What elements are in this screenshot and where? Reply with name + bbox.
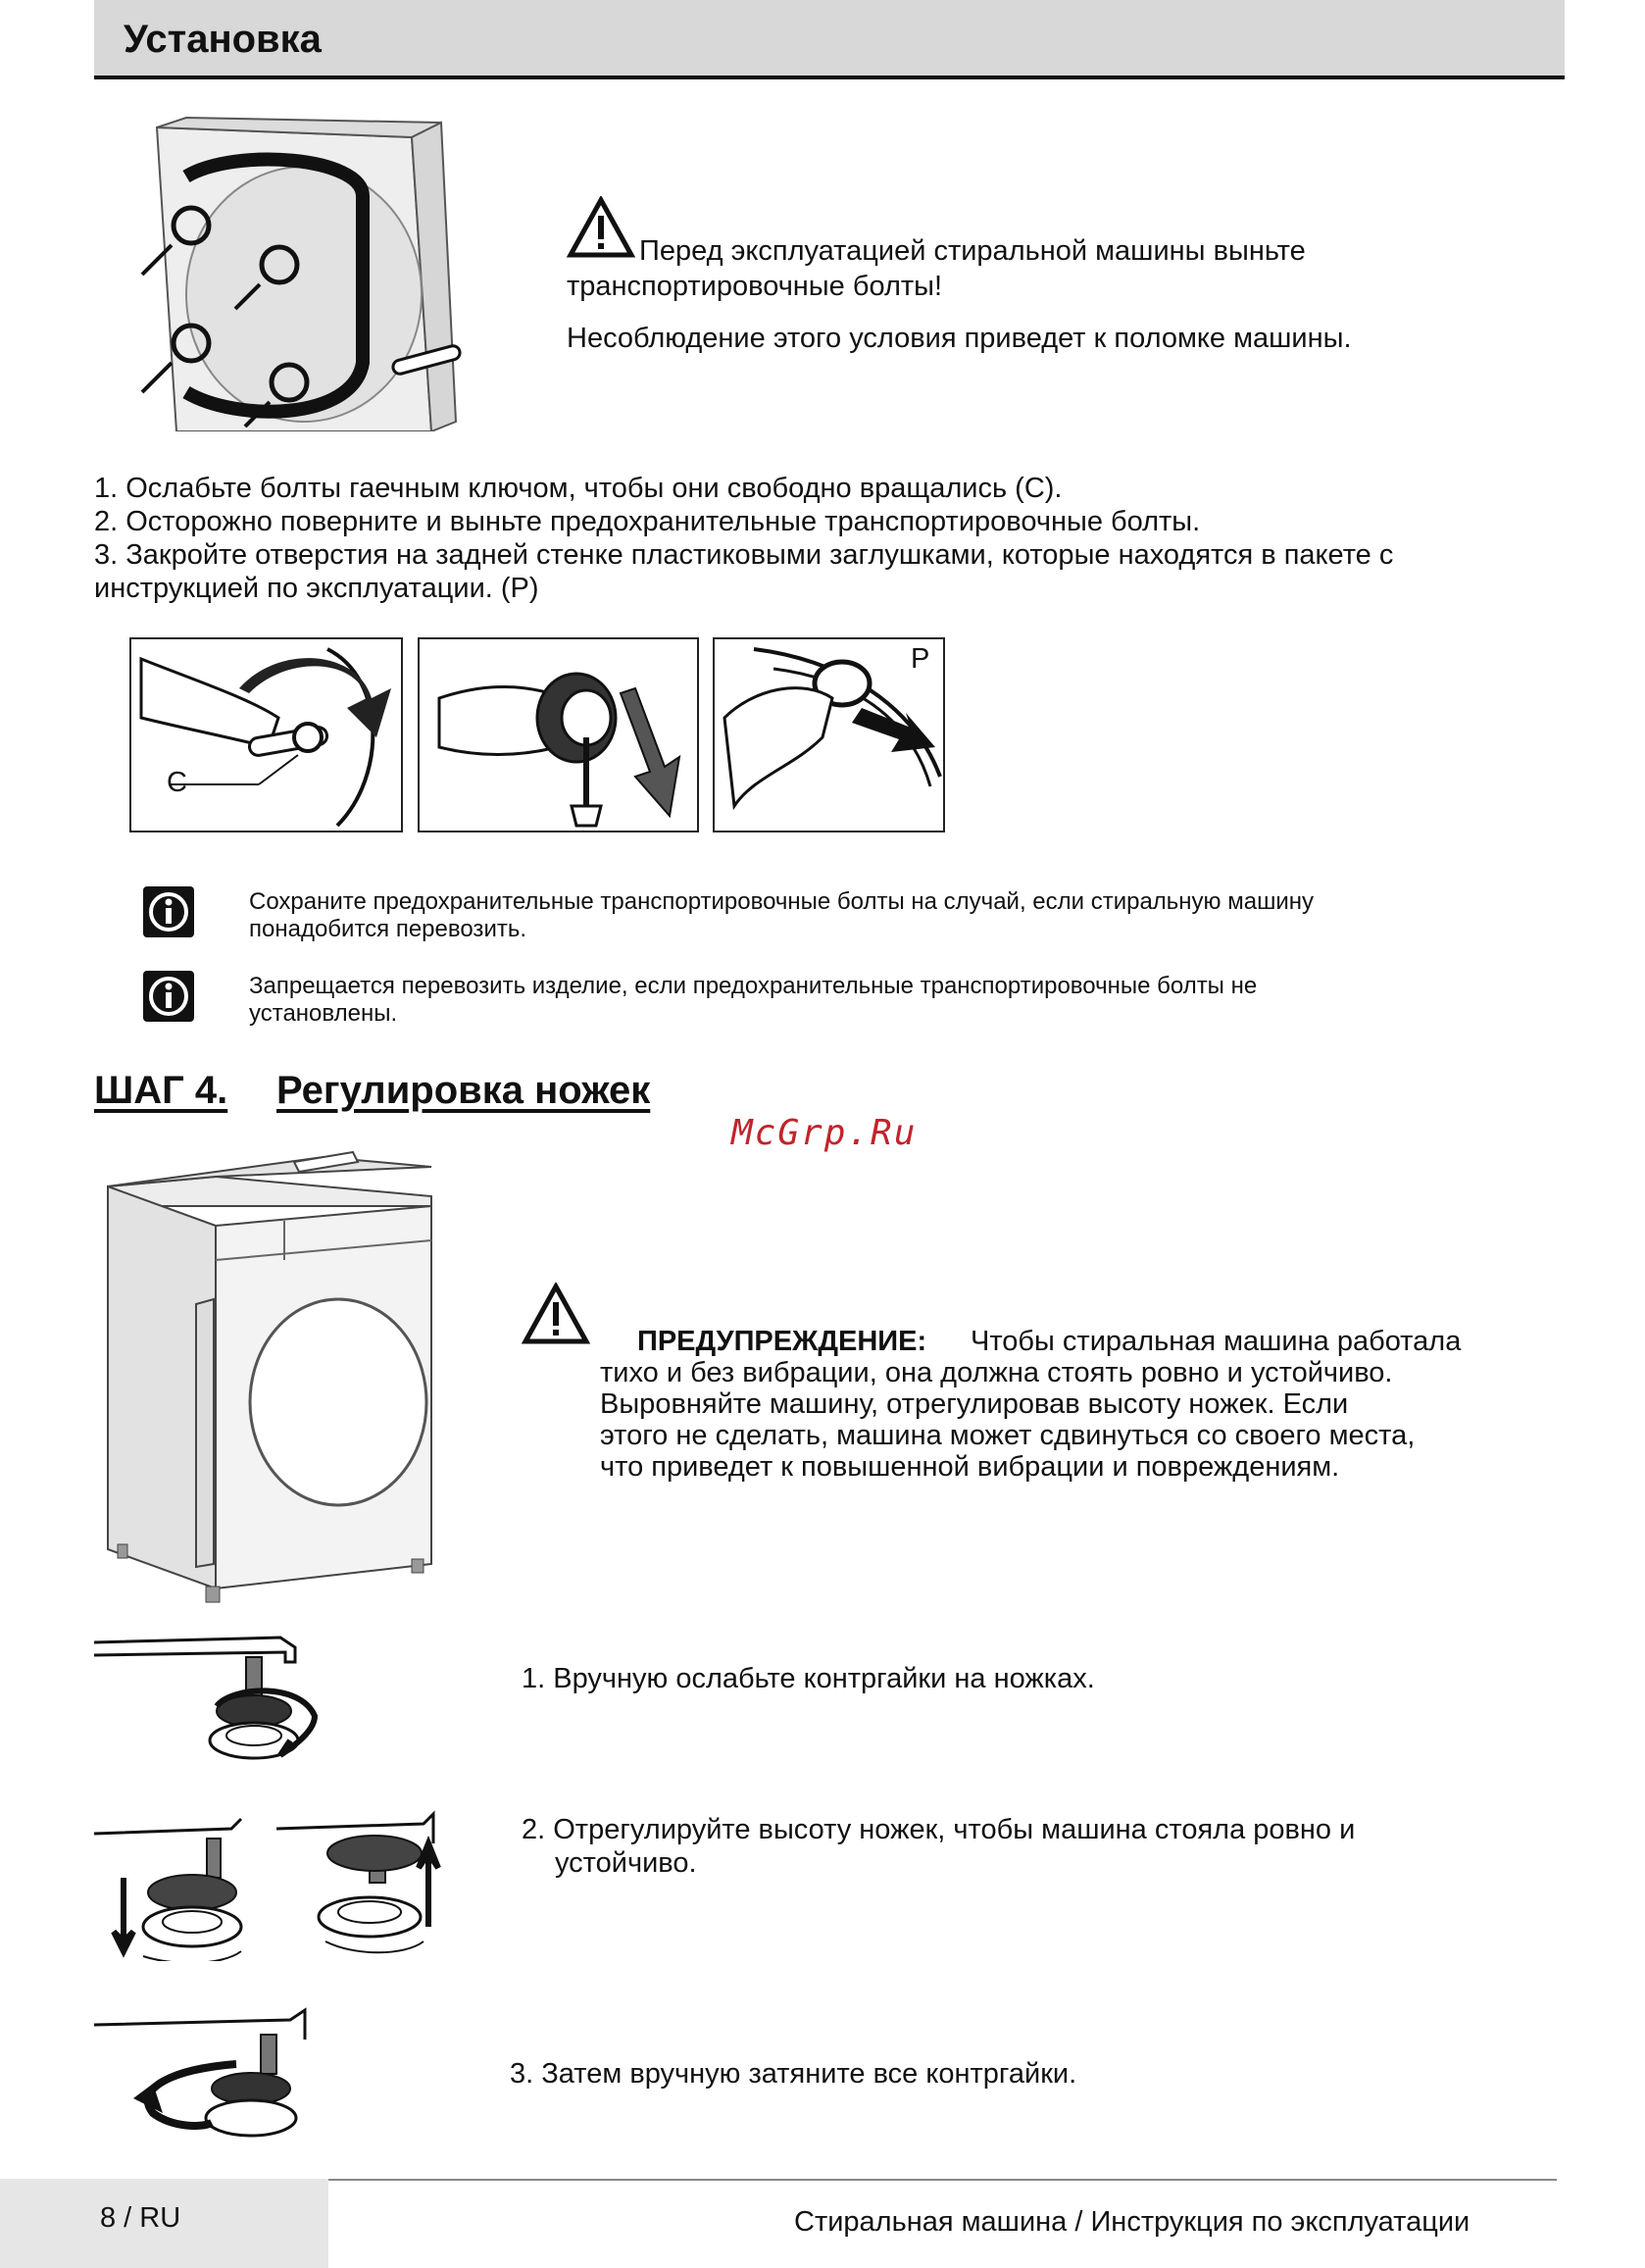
warning1-line1: Перед эксплуатацией стиральной машины вы… [639, 235, 1306, 267]
figure-label-p: P [911, 643, 930, 675]
feet-step-3: 3. Затем вручную затяните все контргайки… [510, 2058, 1077, 2090]
washer-front-illustration [107, 1150, 432, 1603]
watermark: McGrp.Ru [731, 1113, 918, 1153]
page-title: Установка [124, 18, 322, 61]
figure-loosen-bolt: C [129, 637, 403, 832]
foot-raise-illustration [276, 1810, 441, 1954]
feet-step-1: 1. Вручную ослабьте контргайки на ножках… [522, 1663, 1095, 1694]
warning2-line2: тихо и без вибрации, она должна стоять р… [600, 1357, 1393, 1388]
footer-document-title: Стиральная машина / Инструкция по эксплу… [794, 2206, 1471, 2238]
bolt-step-3: 3. Закройте отверстия на задней стенке п… [94, 539, 1394, 571]
warning1-line3: Несоблюдение этого условия приведет к по… [567, 323, 1352, 354]
footer-page-box [0, 2179, 328, 2268]
warning2-line3: Выровняйте машину, отрегулировав высоту … [600, 1388, 1349, 1420]
washer-back-illustration [140, 116, 462, 431]
figure-remove-bolt [418, 637, 699, 832]
info-2-line2: установлены. [249, 1000, 398, 1027]
foot-tighten-illustration [94, 2007, 307, 2138]
warning-triangle-icon [522, 1283, 590, 1344]
info-1-line2: понадобится перевозить. [249, 916, 527, 942]
step4-number: ШАГ 4. [94, 1069, 228, 1112]
step4-title: Регулировка ножек [276, 1069, 651, 1112]
figure-label-c: C [167, 767, 187, 798]
bolt-step-3-cont: инструкцией по эксплуатации. (P) [94, 573, 539, 604]
info-1-line1: Сохраните предохранительные транспортиро… [249, 888, 1314, 915]
info-icon [143, 886, 194, 937]
footer-divider [328, 2179, 1557, 2181]
warning2-line1: Чтобы стиральная машина работала [971, 1326, 1462, 1357]
foot-lower-illustration [94, 1817, 243, 1961]
foot-loosen-illustration [94, 1636, 319, 1760]
figure-insert-plug: P [713, 637, 945, 832]
warning2-line5: что приведет к повышенной вибрации и пов… [600, 1451, 1340, 1483]
info-2-line1: Запрещается перевозить изделие, если пре… [249, 973, 1258, 999]
feet-step-2-cont: устойчиво. [555, 1847, 697, 1879]
warning2-label: ПРЕДУПРЕЖДЕНИЕ: [637, 1326, 927, 1357]
header-bar [94, 0, 1565, 79]
warning2-line4: этого не сделать, машина может сдвинутьс… [600, 1420, 1416, 1451]
bolt-step-1: 1. Ослабьте болты гаечным ключом, чтобы … [94, 473, 1063, 504]
footer-page-number: 8 / RU [100, 2202, 181, 2234]
feet-step-2: 2. Отрегулируйте высоту ножек, чтобы маш… [522, 1814, 1356, 1845]
warning-triangle-icon [567, 196, 635, 258]
warning1-line2: транспортировочные болты! [567, 271, 943, 302]
bolt-step-2: 2. Осторожно поверните и выньте предохра… [94, 506, 1201, 537]
info-icon [143, 971, 194, 1022]
